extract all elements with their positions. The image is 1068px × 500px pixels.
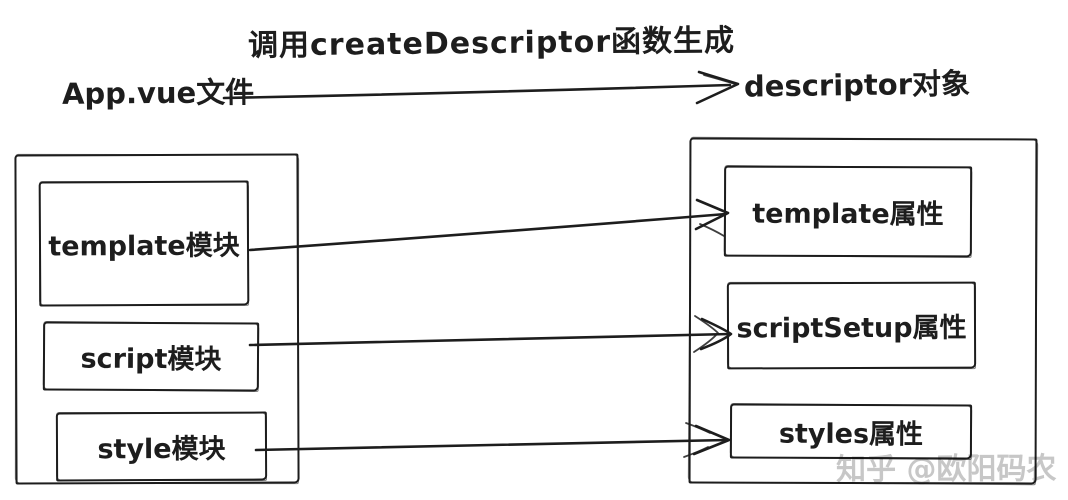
style-module-label: style模块	[97, 433, 226, 466]
script-setup-prop-box: scriptSetup属性	[726, 281, 977, 370]
template-prop-box: template属性	[723, 165, 973, 258]
template-module-label: template模块	[48, 230, 240, 263]
diagram-title: 调用createDescriptor函数生成	[247, 23, 736, 64]
source-node-label: App.vue文件	[61, 75, 255, 111]
arrow-script-module-to-prop	[248, 315, 733, 353]
template-prop-label: template属性	[752, 198, 944, 231]
arrow-template-module-to-prop	[248, 198, 730, 252]
watermark: 知乎 @欧阳码农	[835, 451, 1057, 488]
template-module-box: template模块	[38, 180, 250, 307]
target-node-label: descriptor对象	[743, 66, 971, 104]
arrow-style-module-to-prop	[254, 422, 731, 458]
script-setup-prop-label: scriptSetup属性	[736, 312, 967, 345]
script-module-label: script模块	[80, 343, 222, 376]
style-module-box: style模块	[55, 411, 268, 482]
script-module-box: script模块	[42, 321, 260, 392]
arrow-file-to-descriptor	[222, 70, 740, 105]
